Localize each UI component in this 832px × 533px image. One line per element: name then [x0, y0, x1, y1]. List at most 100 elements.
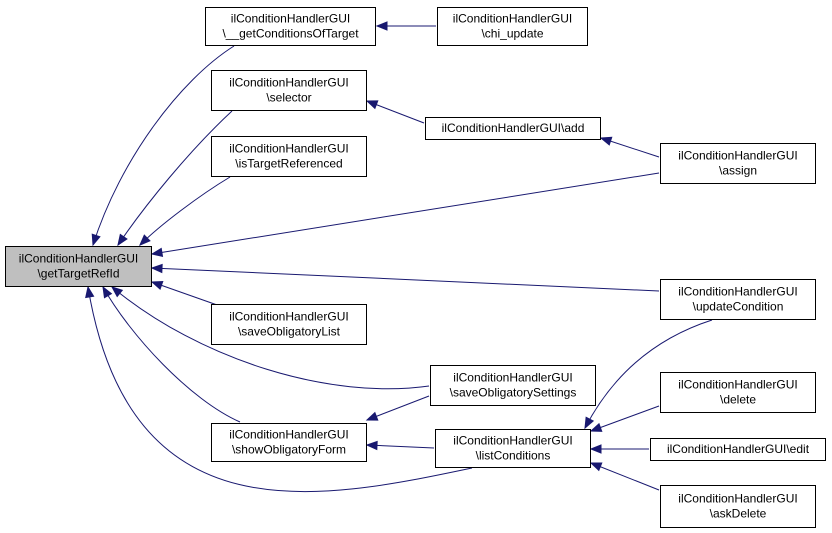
edge-line — [366, 395, 430, 421]
node-listConditions[interactable]: ilConditionHandlerGUI\listConditions — [435, 429, 591, 468]
node-box — [211, 423, 367, 462]
node-box — [650, 438, 826, 461]
node-class-label: ilConditionHandlerGUI — [229, 310, 348, 324]
node-class-label: ilConditionHandlerGUI — [229, 428, 348, 442]
edge-assign-to-getTargetRefId — [150, 172, 660, 258]
node-method-label: \updateCondition — [693, 300, 784, 314]
node-saveObligatorySettings[interactable]: ilConditionHandlerGUI\saveObligatorySett… — [430, 365, 596, 406]
node-method-label: \saveObligatoryList — [238, 325, 341, 339]
node-method-label: ilConditionHandlerGUI\edit — [667, 442, 810, 456]
node-box — [430, 365, 596, 406]
node-method-label: \assign — [719, 164, 757, 178]
node-askDelete[interactable]: ilConditionHandlerGUI\askDelete — [660, 485, 816, 528]
node-class-label: ilConditionHandlerGUI — [19, 252, 138, 266]
arrowhead-icon — [150, 263, 163, 274]
node-class-label: ilConditionHandlerGUI — [678, 285, 797, 299]
arrowhead-icon — [589, 462, 603, 472]
arrowhead-icon — [365, 440, 378, 451]
edge-getConditionsOfTarget-to-getTargetRefId — [91, 45, 235, 247]
edge-edit-to-listConditions — [589, 444, 649, 454]
arrowhead-icon — [139, 234, 151, 246]
arrowhead-icon — [85, 285, 95, 299]
node-box — [660, 485, 816, 528]
edge-assign-to-add — [599, 136, 660, 158]
arrowhead-icon — [599, 136, 613, 146]
node-box — [437, 7, 588, 46]
node-add[interactable]: ilConditionHandlerGUI\add — [425, 117, 601, 140]
node-method-label: \askDelete — [710, 507, 767, 521]
arrowhead-icon — [150, 247, 164, 258]
edge-line — [87, 286, 473, 493]
node-box — [660, 143, 816, 184]
edge-showObligatoryForm-to-getTargetRefId — [102, 285, 241, 423]
arrowhead-icon — [365, 100, 379, 110]
node-method-label: \selector — [266, 91, 311, 105]
node-method-label: \isTargetReferenced — [235, 157, 342, 171]
node-box — [5, 246, 152, 287]
edge-listConditions-to-getTargetRefId — [85, 285, 473, 493]
node-getTargetRefId[interactable]: ilConditionHandlerGUI\getTargetRefId — [5, 246, 152, 287]
edge-line — [102, 286, 241, 423]
node-method-label: \getTargetRefId — [37, 267, 119, 281]
node-class-label: ilConditionHandlerGUI — [453, 371, 572, 385]
node-updateCondition[interactable]: ilConditionHandlerGUI\updateCondition — [660, 279, 816, 320]
edge-line — [117, 110, 233, 246]
node-method-label: \delete — [720, 393, 756, 407]
edge-line — [151, 172, 660, 255]
node-edit[interactable]: ilConditionHandlerGUI\edit — [650, 438, 826, 461]
arrowhead-icon — [150, 281, 164, 290]
arrowhead-icon — [117, 233, 128, 247]
arrowhead-icon — [110, 286, 124, 298]
node-box — [211, 304, 367, 345]
node-class-label: ilConditionHandlerGUI — [453, 434, 572, 448]
node-getConditionsOfTarget[interactable]: ilConditionHandlerGUI\__getConditionsOfT… — [205, 7, 376, 46]
edge-add-to-selector — [365, 100, 425, 124]
edge-updateCondition-to-listConditions — [584, 319, 713, 430]
edge-line — [366, 444, 435, 449]
node-method-label: \__getConditionsOfTarget — [222, 27, 359, 41]
node-method-label: ilConditionHandlerGUI\add — [442, 121, 585, 135]
node-chi_update[interactable]: ilConditionHandlerGUI\chi_update — [437, 7, 588, 46]
node-saveObligatoryList[interactable]: ilConditionHandlerGUI\saveObligatoryList — [211, 304, 367, 345]
node-class-label: ilConditionHandlerGUI — [229, 76, 348, 90]
edge-chi_update-to-getConditionsOfTarget — [375, 21, 436, 31]
node-class-label: ilConditionHandlerGUI — [453, 12, 572, 26]
node-method-label: \listConditions — [476, 449, 551, 463]
node-delete[interactable]: ilConditionHandlerGUI\delete — [660, 372, 816, 413]
node-box — [660, 279, 816, 320]
node-selector[interactable]: ilConditionHandlerGUI\selector — [211, 70, 367, 111]
node-isTargetReferenced[interactable]: ilConditionHandlerGUI\isTargetReferenced — [211, 136, 367, 177]
edge-line — [151, 281, 221, 307]
node-box — [211, 136, 367, 177]
arrowhead-icon — [91, 233, 101, 247]
node-box — [205, 7, 376, 46]
edge-saveObligatorySettings-to-getTargetRefId — [110, 286, 430, 390]
arrowhead-icon — [589, 444, 602, 454]
node-class-label: ilConditionHandlerGUI — [678, 492, 797, 506]
node-assign[interactable]: ilConditionHandlerGUI\assign — [660, 143, 816, 184]
edge-line — [151, 267, 660, 292]
edge-line — [111, 286, 430, 390]
arrowhead-icon — [365, 411, 379, 421]
node-box — [435, 429, 591, 468]
node-box — [660, 372, 816, 413]
arrowhead-icon — [102, 285, 113, 299]
edge-updateCondition-to-getTargetRefId — [150, 263, 660, 292]
arrowhead-icon — [589, 422, 603, 432]
edge-saveObligatorySettings-to-showObligatoryForm — [365, 395, 430, 421]
edge-line — [590, 405, 660, 432]
edge-line — [590, 462, 660, 491]
node-class-label: ilConditionHandlerGUI — [678, 378, 797, 392]
edge-askDelete-to-listConditions — [589, 462, 660, 491]
node-showObligatoryForm[interactable]: ilConditionHandlerGUI\showObligatoryForm — [211, 423, 367, 462]
edge-delete-to-listConditions — [589, 405, 660, 432]
node-class-label: ilConditionHandlerGUI — [678, 149, 797, 163]
node-box — [425, 117, 601, 140]
edge-line — [584, 319, 713, 429]
node-class-label: ilConditionHandlerGUI — [231, 12, 350, 26]
node-method-label: \chi_update — [481, 27, 543, 41]
edge-listConditions-to-showObligatoryForm — [365, 440, 435, 451]
node-box — [211, 70, 367, 111]
